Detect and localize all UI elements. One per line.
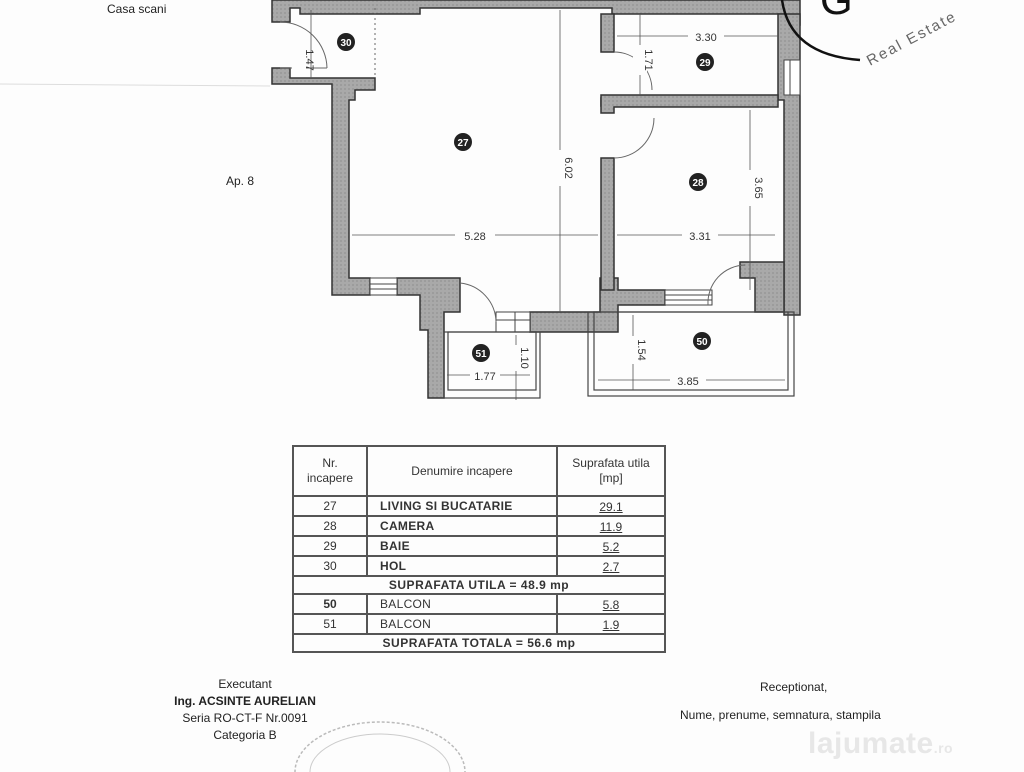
svg-text:Real Estate: Real Estate [864,8,960,70]
logo: G Real Estate [780,0,960,70]
svg-text:50: 50 [696,337,708,348]
watermark-suffix: .ro [933,740,954,756]
receptionat-block: Receptionat, Nume, prenume, semnatura, s… [680,680,881,722]
stairwell-label: Casa scani [107,2,167,16]
room-badge-29: 29 [696,53,714,71]
room-badge-27: 27 [454,133,472,151]
dim-living-depth: 6.02 [562,157,574,178]
executant-series: Seria RO-CT-F Nr.0091 [182,711,308,725]
dim-balcon51-width: 1.77 [474,371,495,383]
svg-text:29: 29 [699,58,711,69]
svg-text:G: G [820,0,853,23]
svg-text:27: 27 [457,138,469,149]
total-area: SUPRAFATA TOTALA = 56.6 mp [292,633,666,653]
watermark: lajumate.ro [808,727,953,761]
dim-living-width: 5.28 [464,231,485,243]
stamp-icon [294,721,466,772]
room-badge-28: 28 [689,173,707,191]
executant-block: Executant Ing. ACSINTE AURELIAN Seria RO… [150,676,340,744]
dim-hol: 1.47 [303,49,315,70]
dim-camera-depth: 3.65 [752,177,764,198]
svg-text:51: 51 [475,349,487,360]
header-area: Suprafata utila [mp] [556,445,666,497]
dim-balcon51-depth: 1.10 [518,347,530,368]
receptionat-title: Receptionat, [760,680,828,694]
total-row: SUPRAFATA TOTALA = 56.6 mp [292,633,666,653]
room-badge-51: 51 [472,344,490,362]
dim-balcon50-width: 3.85 [677,376,698,388]
floor-plan: 1.47 6.02 5.28 3.30 1.71 3.31 3.65 1.77 … [0,0,960,400]
subtotal-row: SUPRAFATA UTILA = 48.9 mp [292,575,666,595]
executant-name: Ing. ACSINTE AURELIAN [174,694,316,708]
dim-baie-depth: 1.71 [642,49,654,70]
room-badge-30: 30 [337,33,355,51]
dim-baie-width: 3.30 [695,32,716,44]
dim-camera-width: 3.31 [689,231,710,243]
legend-header-row: Nr. incapere Denumire incapere Suprafata… [292,445,666,497]
room-legend-table: Nr. incapere Denumire incapere Suprafata… [292,445,666,653]
subtotal-usable-area: SUPRAFATA UTILA = 48.9 mp [292,575,666,595]
executant-category: Categoria B [213,728,277,742]
watermark-text: lajumate [808,727,934,760]
room-badge-50: 50 [693,332,711,350]
header-name: Denumire incapere [366,445,558,497]
svg-text:30: 30 [340,38,352,49]
receptionat-fields: Nume, prenume, semnatura, stampila [680,708,881,722]
neighbor-apartment-label: Ap. 8 [226,174,255,188]
svg-text:28: 28 [692,178,704,189]
dim-balcon50-depth: 1.54 [635,339,647,360]
executant-title: Executant [218,677,272,691]
header-nr: Nr. incapere [292,445,368,497]
